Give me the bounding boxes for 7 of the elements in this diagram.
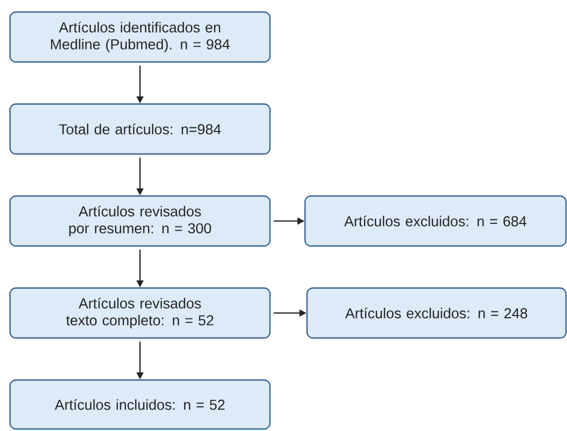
process-box: Artículos revisados texto completo: n = 52 (9, 287, 271, 339)
process-box: Artículos revisados por resumen: n = 300 (9, 195, 271, 247)
process-box: Artículos excluidos: n = 248 (306, 287, 567, 339)
process-box: Artículos incluidos: n = 52 (9, 379, 271, 430)
process-box: Total de artículos: n=984 (9, 103, 271, 155)
process-box: Artículos identificados en Medline (Pubmed). n = 984 (9, 11, 271, 63)
process-box: Artículos excluidos: n = 684 (304, 195, 567, 247)
